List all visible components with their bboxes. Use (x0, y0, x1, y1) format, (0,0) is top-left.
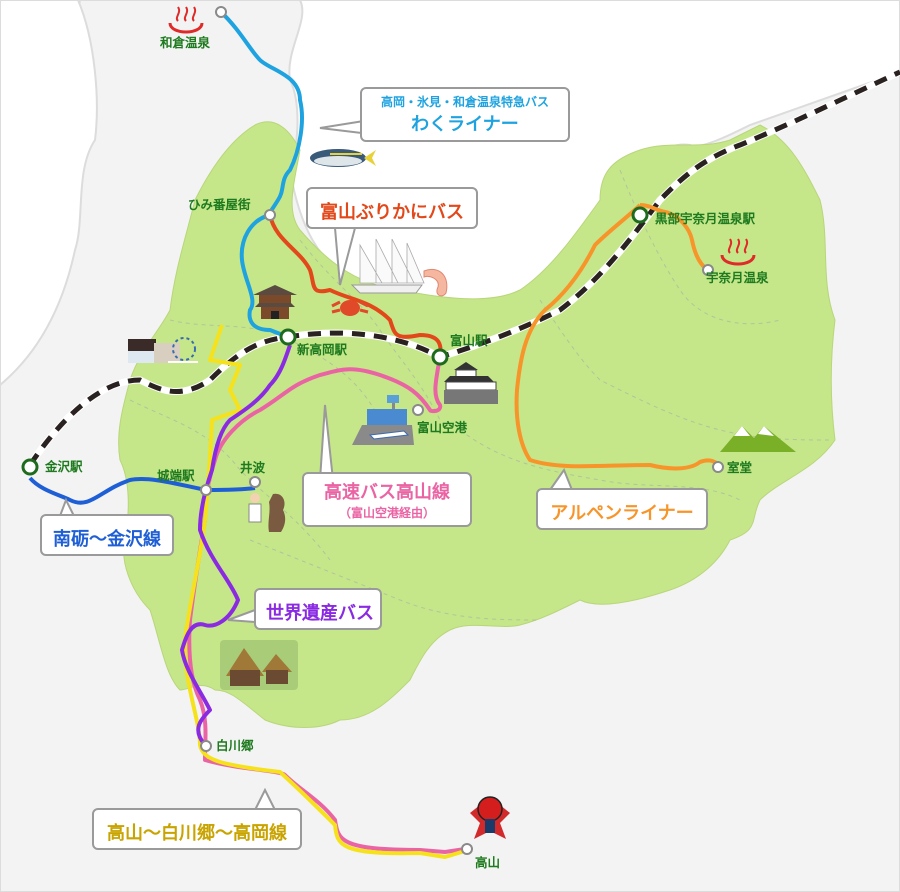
airport-illustration (352, 395, 414, 445)
station-label-takayama: 高山 (475, 855, 501, 870)
marker-himi[interactable] (264, 209, 276, 221)
takayama-express-subtitle: （富山空港経由） (338, 506, 435, 520)
station-label-toyama-airport: 富山空港 (417, 420, 468, 435)
route-nanto-kanazawa (28, 476, 256, 505)
callout-tails (59, 119, 573, 811)
station-label-unazuki: 宇奈月温泉 (706, 270, 769, 285)
route-alpen-unazuki (639, 203, 710, 272)
station-label-wakura: 和倉温泉 (160, 35, 211, 50)
station-label-shin-takaoka: 新高岡駅 (297, 342, 348, 357)
takayama-shirakawa-title: 高山～白川郷～高岡線 (107, 823, 287, 844)
buri-kani-bus-title: 富山ぶりかにバス (320, 202, 464, 223)
marker-inami[interactable] (249, 476, 261, 488)
marker-kanazawa[interactable] (21, 458, 39, 476)
marker-toyama-airport[interactable] (412, 404, 424, 416)
callout-takayama-express[interactable]: 高速バス高山線 （富山空港経由） (302, 472, 472, 527)
alpen-liner-title: アルペンライナー (550, 503, 694, 524)
marker-takayama[interactable] (461, 843, 473, 855)
shrimp-illustration (423, 269, 448, 297)
marker-wakura[interactable] (215, 6, 227, 18)
waku-liner-title: わくライナー (411, 114, 519, 135)
waku-liner-subtitle: 高岡・氷見・和倉温泉特急バス (380, 95, 549, 109)
route-waku-liner (219, 10, 304, 339)
land-toyama (118, 121, 836, 728)
sea (0, 0, 98, 387)
callout-alpen-liner[interactable]: アルペンライナー (536, 488, 708, 530)
sekai-isan-bus-title: 世界遺産バス (266, 603, 374, 624)
marker-kurobe[interactable] (631, 206, 649, 224)
woodcarver-illustration (248, 493, 286, 532)
callout-nanto-kanazawa[interactable]: 南砺～金沢線 (40, 514, 174, 556)
station-markers (21, 6, 724, 855)
callout-takayama-shirakawa[interactable]: 高山～白川郷～高岡線 (92, 808, 302, 850)
marker-toyama[interactable] (431, 348, 449, 366)
hot-spring-icon-unazuki (720, 238, 756, 266)
toyama-castle-illustration (444, 362, 498, 404)
zuiryuji-temple-illustration (253, 285, 297, 319)
takayama-express-title: 高速バス高山線 (324, 482, 450, 503)
station-label-kurobe: 黒部宇奈月温泉駅 (655, 211, 756, 226)
marker-murodo[interactable] (712, 461, 724, 473)
station-label-shirakawago: 白川郷 (216, 738, 254, 753)
marker-unazuki[interactable] (702, 264, 714, 276)
callout-waku-liner[interactable]: 高岡・氷見・和倉温泉特急バス わくライナー (360, 87, 570, 142)
route-sekai-isan-bus (180, 344, 292, 747)
station-label-himi: ひみ番屋街 (188, 197, 251, 212)
marker-johana[interactable] (200, 484, 212, 496)
station-label-murodo: 室堂 (727, 460, 753, 475)
gassho-houses-illustration (220, 640, 298, 690)
sarubobo-doll-illustration (470, 796, 510, 839)
yellowtail-fish-illustration (310, 149, 376, 167)
route-alpen-liner (514, 203, 722, 471)
hot-spring-icon (168, 6, 204, 34)
snowy-mountains-illustration (720, 426, 796, 452)
callout-buri-kani-bus[interactable]: 富山ぶりかにバス (306, 187, 478, 229)
sailing-ship-illustration (350, 238, 425, 294)
snow-crab-illustration (331, 300, 369, 316)
station-label-johana: 城端駅 (157, 468, 195, 483)
station-label-kanazawa: 金沢駅 (45, 459, 83, 474)
marker-shin-takaoka[interactable] (279, 328, 297, 346)
marker-shirakawago[interactable] (200, 740, 212, 752)
shinkansen-line (27, 68, 900, 467)
station-label-inami: 井波 (240, 460, 266, 475)
station-label-toyama: 富山駅 (450, 333, 488, 348)
callout-sekai-isan-bus[interactable]: 世界遺産バス (254, 588, 382, 630)
route-buri-kani-bus (268, 214, 443, 358)
amusement-park-illustration (128, 337, 198, 363)
nanto-kanazawa-title: 南砺～金沢線 (53, 529, 161, 550)
